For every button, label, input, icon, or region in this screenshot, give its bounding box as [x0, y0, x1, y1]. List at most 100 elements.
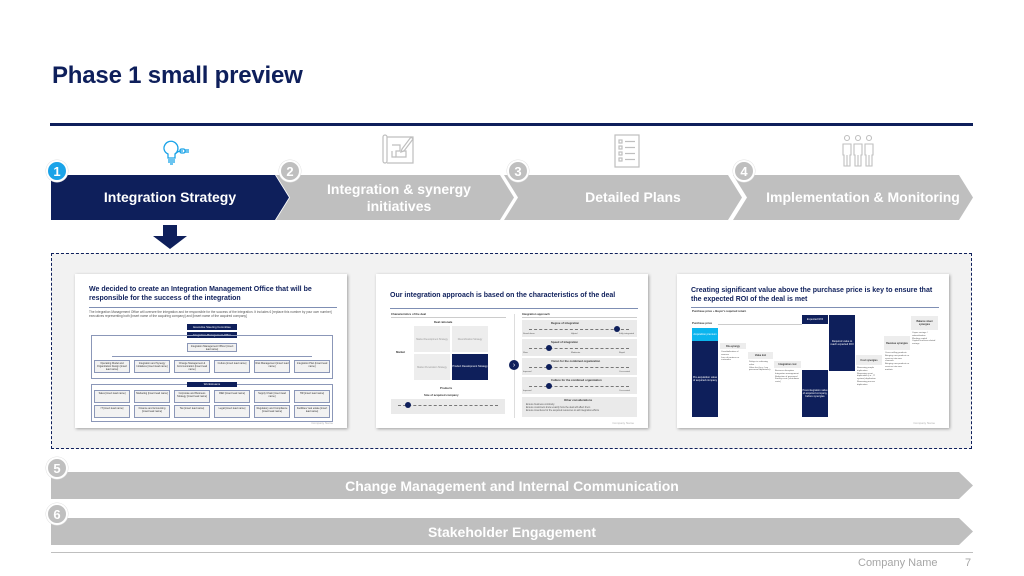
phase-tab-integration-synergy[interactable]: Integration & synergy initiatives [276, 175, 514, 220]
slider-label: Culture for the combined organization [551, 378, 602, 382]
bal-item: Working capital [912, 337, 927, 340]
workstream-box: Legal [insert lead name] [214, 405, 250, 418]
bal-item: Capital structure related savings [912, 340, 936, 346]
preview-thumbnail-approach[interactable]: Our integration approach is based on the… [376, 274, 648, 428]
axis-market: Market [396, 350, 406, 354]
phase-number-badge: 2 [279, 160, 301, 182]
phase-tab-detailed-plans[interactable]: Detailed Plans [504, 175, 742, 220]
other-label: Other considerations [564, 398, 593, 402]
checklist-icon [614, 134, 640, 168]
thumbnail-title: Our integration approach is based on the… [390, 292, 616, 299]
cost-item: Facility costs (shut-down costs) [775, 378, 799, 384]
footer-company: Company Name [858, 557, 938, 569]
imo-frame [91, 335, 333, 379]
title-divider [50, 123, 973, 126]
post-value-block: Post-integration value of acquired compa… [802, 370, 828, 417]
workstream-box: R&D [insert lead name] [214, 390, 250, 403]
pre-value-block: Pre-acquisition value of acquired compan… [692, 341, 718, 417]
slider-track [529, 367, 629, 368]
phase-tab-implementation-monitoring[interactable]: Implementation & Monitoring [733, 175, 973, 220]
slider-track [529, 348, 629, 349]
deal-rationale-label: Deal rationale [434, 320, 453, 324]
cross-phase-stakeholder-engagement[interactable]: Stakeholder Engagement [51, 518, 973, 545]
axis-products: Products [440, 386, 453, 390]
page-title: Phase 1 small preview [52, 62, 303, 89]
function-box: Integration Plan [insert lead name] [294, 360, 330, 373]
dis-item: Loss of partners or customers [721, 356, 740, 362]
bal-item: Capex savings / rationalization [912, 332, 928, 337]
slider-end-label: Stand alone [523, 333, 535, 335]
subtitle: Purchase price + Buyer's required return [692, 309, 747, 313]
preview-thumbnail-imo[interactable]: We decided to create an Integration Mana… [75, 274, 347, 428]
header-rule [522, 317, 637, 318]
function-box: Operating Model and Organization Design … [94, 360, 130, 373]
cost-syn-item: Removing process duplication [857, 380, 876, 386]
slider-end-label: Slow [523, 352, 528, 354]
cost-item: Reduction of personnel [775, 375, 798, 378]
thumbnail-divider [89, 307, 337, 308]
footer-divider [51, 552, 973, 553]
right-header: Integration approach [522, 312, 550, 316]
slider-end-label: Rapid [619, 352, 625, 354]
cost-syn-item: Removing asset duplication (i.e., IT sys… [857, 372, 876, 381]
purchase-price-label: Purchase price [692, 321, 713, 325]
page-number: 7 [965, 557, 972, 569]
slider-end-label: Hybrid [571, 333, 578, 335]
workstream-box: Supply Chain [insert lead name] [254, 390, 290, 403]
down-arrow-icon [153, 225, 187, 249]
slider-end-label: Imposed [523, 390, 532, 392]
slider-end-label: Co-created [619, 390, 630, 392]
phase-number-badge: 4 [733, 160, 755, 182]
dis-synergy-label: Dis-synergy [720, 343, 746, 349]
value-item: Delays in achieving value [749, 361, 768, 366]
cost-syn-item: Removing people duplication [857, 367, 875, 372]
size-slider-bg [391, 399, 505, 414]
org-box-steering: Executive Steering Committee [187, 324, 237, 330]
workstream-box: Marketing [insert lead name] [134, 390, 170, 403]
workstream-box: Corporate and Business Strategy [insert … [174, 390, 210, 403]
slider-knob [546, 383, 552, 389]
purchase-price-line [718, 324, 802, 325]
thumbnail-body: The Integration Management Office will o… [89, 310, 332, 318]
slider-knob [546, 364, 552, 370]
left-header: Characteristics of the deal [391, 312, 426, 316]
workstream-box: Tax [insert lead name] [174, 405, 210, 418]
slider-track [529, 386, 629, 387]
phase-tab-integration-strategy[interactable]: Integration Strategy [51, 175, 289, 220]
revenue-synergies-label: Revenue synergies [884, 336, 910, 350]
size-label: Size of acquired company [424, 393, 459, 397]
function-box: Change Management & Communication [inser… [174, 360, 210, 373]
rev-item: Bringing new products or services into n… [885, 363, 910, 371]
thumbnail-title: Creating significant value above the pur… [691, 287, 933, 303]
slider-label: Degree of integration [551, 321, 580, 325]
function-box: Risk Management [insert lead name] [254, 360, 290, 373]
phase-number-badge: 5 [46, 457, 68, 479]
people-group-icon [842, 134, 874, 167]
other-bg [522, 397, 637, 417]
other-item: Ensure business continuity [526, 403, 555, 406]
value-lost-label: Value lost [748, 352, 773, 359]
cross-phase-change-management[interactable]: Change Management and Internal Communica… [51, 472, 973, 499]
cost-synergies-label: Cost synergies [856, 355, 882, 365]
thumbnail-divider [691, 307, 939, 308]
thumbnail-footer: Company Name [311, 421, 333, 425]
bar-label: Change Management and Internal Communica… [345, 477, 679, 494]
thumbnail-footer: Company Name [612, 421, 634, 425]
preview-thumbnail-value[interactable]: Creating significant value above the pur… [677, 274, 949, 428]
value-item: Value lost (e.g., key personnel departur… [749, 366, 771, 372]
workstream-box: HR [insert lead name] [294, 390, 330, 403]
slider-knob [614, 326, 620, 332]
slider-bg [522, 339, 637, 356]
slider-end-label: Fully integrated [619, 333, 634, 335]
function-box: Integration and Synergy Initiatives [ins… [134, 360, 170, 373]
slider-label: Speed of integration [551, 340, 579, 344]
header-rule [391, 317, 506, 318]
slider-end-label: Imposed [523, 371, 532, 373]
workstream-box: Sales [insert lead name] [94, 390, 130, 403]
matrix-cell: Market Penetration Strategy [414, 354, 450, 380]
